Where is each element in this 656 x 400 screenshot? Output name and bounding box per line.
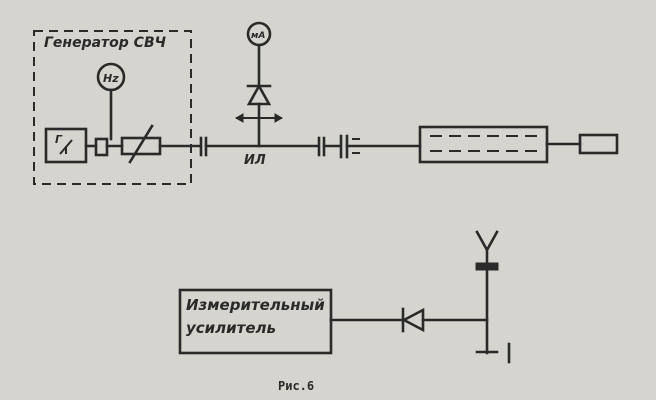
line-label: ИЛ — [244, 153, 266, 168]
attenuator-arrow — [128, 124, 154, 164]
microammeter-label: мА — [251, 31, 265, 41]
coupler-block — [94, 137, 109, 157]
source-block-label: Г — [55, 133, 63, 146]
amplifier-label-line2: усилитель — [186, 319, 276, 337]
antenna-icon — [475, 230, 499, 253]
amplifier-block — [178, 288, 333, 355]
receiver-diode-icon — [401, 307, 425, 333]
figure-caption: Рис.6 — [278, 379, 314, 393]
termination-block — [578, 133, 619, 155]
detector-diode-icon — [246, 83, 272, 106]
slide-arrow-left-icon — [234, 113, 244, 123]
frequency-meter-label: Hz — [103, 72, 119, 85]
microammeter-icon — [246, 21, 272, 47]
slide-arrow-right-icon — [274, 113, 284, 123]
amplifier-label-line1: Измерительный — [186, 296, 325, 314]
source-symbol-icon — [59, 139, 73, 155]
generator-enclosure — [33, 30, 192, 185]
generator-title: Генератор СВЧ — [44, 35, 167, 51]
load-section — [418, 125, 549, 164]
